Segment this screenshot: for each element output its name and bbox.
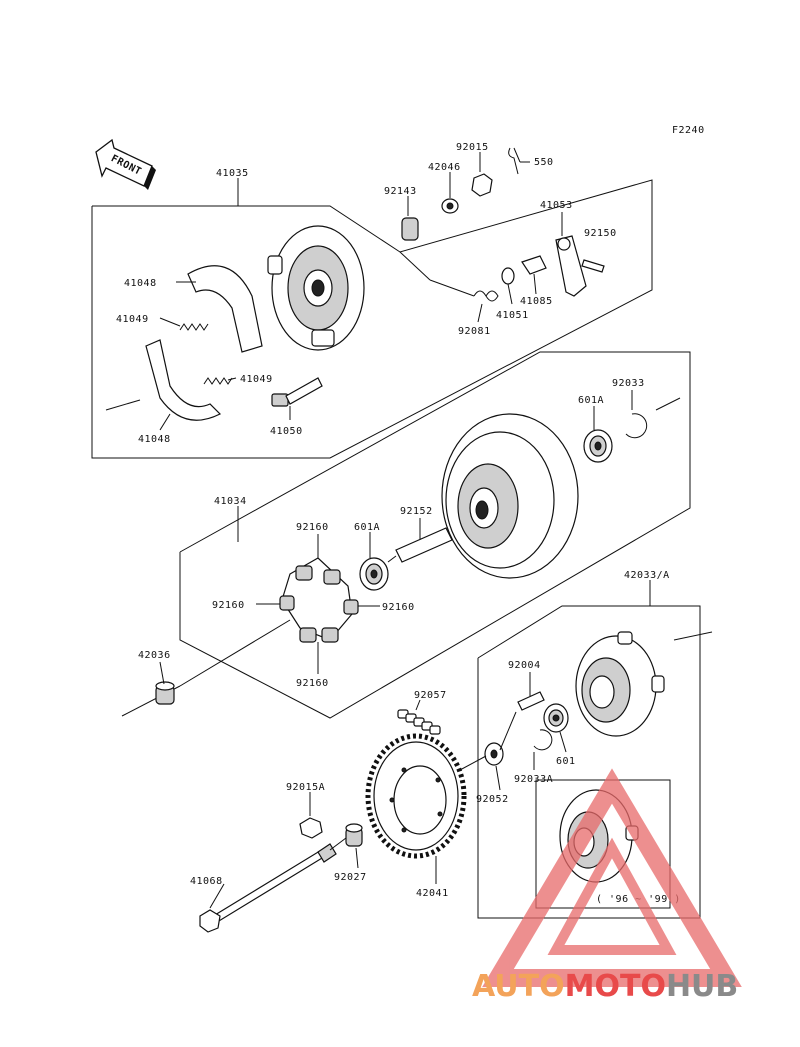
- callout-92081: 92081: [458, 326, 491, 337]
- callout-41050: 41050: [270, 426, 303, 437]
- callout-41049-upper: 41049: [116, 314, 149, 325]
- callout-41085: 41085: [520, 296, 553, 307]
- hub-damper-part: [279, 557, 359, 643]
- circlip-92033A-part: [533, 729, 553, 751]
- callout-41048-upper: 41048: [124, 278, 157, 289]
- spring-upper-part: [179, 323, 209, 331]
- wheel-hub-group: 92033 601A 41034 92152 92160 601A 92160 …: [121, 351, 691, 719]
- watermark-part-c: HUB: [666, 969, 738, 1004]
- callout-550: 550: [534, 157, 554, 168]
- callout-92015A: 92015A: [286, 782, 325, 793]
- brake-cam-part: [271, 377, 323, 407]
- callout-41051: 41051: [496, 310, 529, 321]
- callout-92160-top: 92160: [296, 522, 329, 533]
- bearing-601A-left-part: [359, 557, 389, 591]
- brand-watermark: AUTOMOTOHUB: [472, 768, 742, 1004]
- cotter-pin-part: [508, 147, 521, 175]
- collar-part: [401, 217, 419, 241]
- spacer-tube-part: [395, 527, 453, 563]
- callout-601: 601: [556, 756, 576, 767]
- sprocket-coupling-part: [575, 631, 665, 737]
- collar-92052-part: [484, 742, 504, 766]
- watermark-triangle-logo: [482, 768, 742, 987]
- callout-41048-lower: 41048: [138, 434, 171, 445]
- collar-42036-part: [155, 681, 175, 705]
- brake-panel-part: [267, 225, 365, 351]
- watermark-part-b: MOTO: [565, 969, 666, 1004]
- seal-part: [501, 267, 515, 285]
- callout-42041: 42041: [416, 888, 449, 899]
- torsion-spring-part: [473, 290, 499, 302]
- callout-92027: 92027: [334, 872, 367, 883]
- bearing-601-part: [543, 703, 569, 733]
- brake-panel-group: 550 92015 42046 41035 92143 41053 92150 …: [91, 142, 653, 459]
- callout-92143: 92143: [384, 186, 417, 197]
- callout-92033: 92033: [612, 378, 645, 389]
- callout-92152: 92152: [400, 506, 433, 517]
- diagram-code: F2240: [672, 125, 705, 136]
- spring-lower-part: [203, 377, 233, 385]
- bolt-part: [581, 259, 605, 273]
- callout-92160-bottom: 92160: [296, 678, 329, 689]
- callout-92004: 92004: [508, 660, 541, 671]
- brake-shoe-lower-part: [145, 339, 222, 421]
- rear-hub-part: [441, 413, 579, 579]
- chain-link-part: [397, 709, 441, 735]
- bearing-601A-right-part: [583, 429, 613, 463]
- brake-shoe-upper-part: [187, 265, 263, 353]
- callout-92160-left: 92160: [212, 600, 245, 611]
- callout-42036: 42036: [138, 650, 171, 661]
- brake-lever-part: [555, 235, 587, 297]
- watermark-part-a: AUTO: [472, 969, 565, 1004]
- callout-41034: 41034: [214, 496, 247, 507]
- callout-601A-right: 601A: [578, 395, 604, 406]
- callout-42046: 42046: [428, 162, 461, 173]
- front-arrow-icon: FRONT: [95, 138, 156, 190]
- callout-41035: 41035: [216, 168, 249, 179]
- wear-indicator-part: [521, 255, 547, 275]
- callout-92150: 92150: [584, 228, 617, 239]
- callout-41049-lower: 41049: [240, 374, 273, 385]
- circlip-part: [625, 413, 648, 439]
- rear-sprocket-part: [365, 733, 467, 859]
- stud-part: [517, 691, 545, 711]
- callout-92015: 92015: [456, 142, 489, 153]
- callout-92057: 92057: [414, 690, 447, 701]
- callout-92160-right: 92160: [382, 602, 415, 613]
- callout-601A-left: 601A: [354, 522, 380, 533]
- collar-92027-part: [345, 823, 363, 847]
- callout-92033A: 92033A: [514, 774, 553, 785]
- rear-axle-part: [199, 843, 337, 933]
- callout-92052: 92052: [476, 794, 509, 805]
- nut-92015A-part: [299, 817, 323, 839]
- callout-41068: 41068: [190, 876, 223, 887]
- callout-41053: 41053: [540, 200, 573, 211]
- watermark-brand: AUTOMOTOHUB: [472, 969, 738, 1004]
- callout-42033A: 42033/A: [624, 570, 670, 581]
- nut-part: [471, 173, 493, 197]
